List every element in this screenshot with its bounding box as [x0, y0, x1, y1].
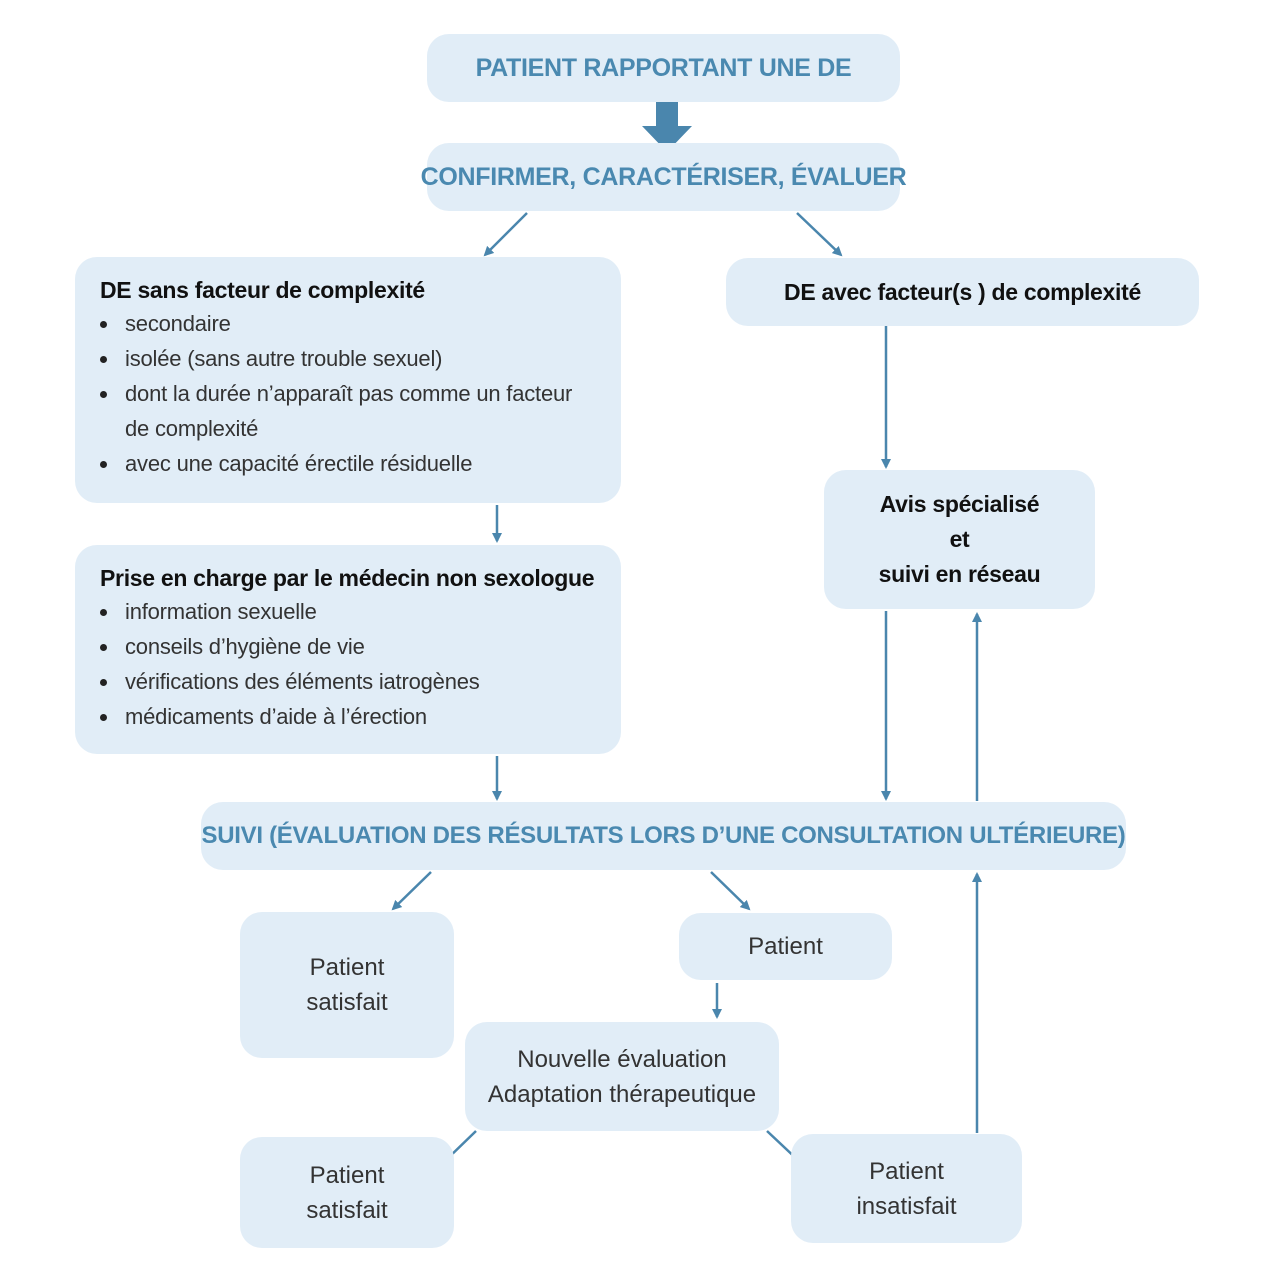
list-item: avec une capacité érectile résiduelle: [100, 446, 601, 481]
arrow-confirm-to-avec: [796, 212, 843, 257]
node-avec-facteur: DE avec facteur(s ) de complexité: [726, 258, 1199, 326]
node-satisfait-2-line: satisfait: [306, 1196, 388, 1224]
node-patient-rapportant-de-label: PATIENT RAPPORTANT UNE DE: [475, 53, 852, 82]
node-satisfait-1-line: satisfait: [306, 989, 388, 1016]
thick-arrow-top: [642, 96, 692, 152]
list-item: conseils d’hygiène de vie: [100, 629, 601, 664]
node-confirmer: CONFIRMER, CARACTÉRISER, ÉVALUER: [421, 143, 907, 211]
node-suivi-label: SUIVI (ÉVALUATION DES RÉSULTATS LORS D’U…: [201, 822, 1126, 849]
node-patient-satisfait-1: Patient satisfait: [240, 912, 454, 1058]
node-patient-satisfait-2: Patient satisfait: [240, 1137, 454, 1248]
node-satisfait-2-line: Patient: [309, 1161, 385, 1189]
list-item: médicaments d’aide à l’érection: [100, 699, 601, 734]
node-nouvelle-line: Adaptation thérapeutique: [487, 1080, 757, 1108]
node-satisfait-1-line: Patient: [309, 954, 385, 981]
node-sans-facteur-list: secondaire isolée (sans autre trouble se…: [100, 306, 601, 481]
arrow-suivi-to-satisfait-1: [391, 871, 432, 911]
node-prise-en-charge-title: Prise en charge par le médecin non sexol…: [100, 565, 595, 591]
node-nouvelle-evaluation: Nouvelle évaluation Adaptation thérapeut…: [465, 1022, 779, 1131]
node-nouvelle-line: Nouvelle évaluation: [517, 1045, 727, 1073]
node-prise-en-charge: Prise en charge par le médecin non sexol…: [75, 545, 621, 754]
node-avis-line: et: [949, 526, 970, 552]
list-item: isolée (sans autre trouble sexuel): [100, 341, 601, 376]
node-prise-en-charge-list: information sexuelle conseils d’hygiène …: [100, 594, 601, 734]
arrow-confirm-to-sans: [483, 212, 528, 257]
list-item: secondaire: [100, 306, 601, 341]
node-sans-facteur: DE sans facteur de complexité secondaire…: [75, 257, 621, 503]
node-avis-specialise: Avis spécialisé et suivi en réseau: [824, 470, 1095, 609]
arrow-suivi-to-patient: [710, 871, 751, 911]
node-avis-line: suivi en réseau: [878, 561, 1041, 587]
node-insatisfait-line: Patient: [869, 1157, 944, 1185]
list-item: vérifications des éléments iatrogènes: [100, 664, 601, 699]
node-confirmer-label: CONFIRMER, CARACTÉRISER, ÉVALUER: [420, 162, 907, 191]
node-insatisfait-line: insatisfait: [856, 1192, 957, 1220]
node-sans-facteur-title: DE sans facteur de complexité: [100, 277, 425, 303]
node-avis-line: Avis spécialisé: [879, 491, 1040, 517]
node-suivi: SUIVI (ÉVALUATION DES RÉSULTATS LORS D’U…: [201, 802, 1126, 870]
node-patient-label: Patient: [748, 933, 823, 960]
node-patient-insatisfait: Patient insatisfait: [791, 1134, 1022, 1243]
node-patient: Patient: [679, 913, 892, 980]
list-item: dont la durée n’apparaît pas comme un fa…: [100, 376, 601, 446]
list-item: information sexuelle: [100, 594, 601, 629]
node-avec-facteur-label: DE avec facteur(s ) de complexité: [784, 278, 1141, 305]
node-patient-rapportant-de: PATIENT RAPPORTANT UNE DE: [427, 34, 900, 102]
